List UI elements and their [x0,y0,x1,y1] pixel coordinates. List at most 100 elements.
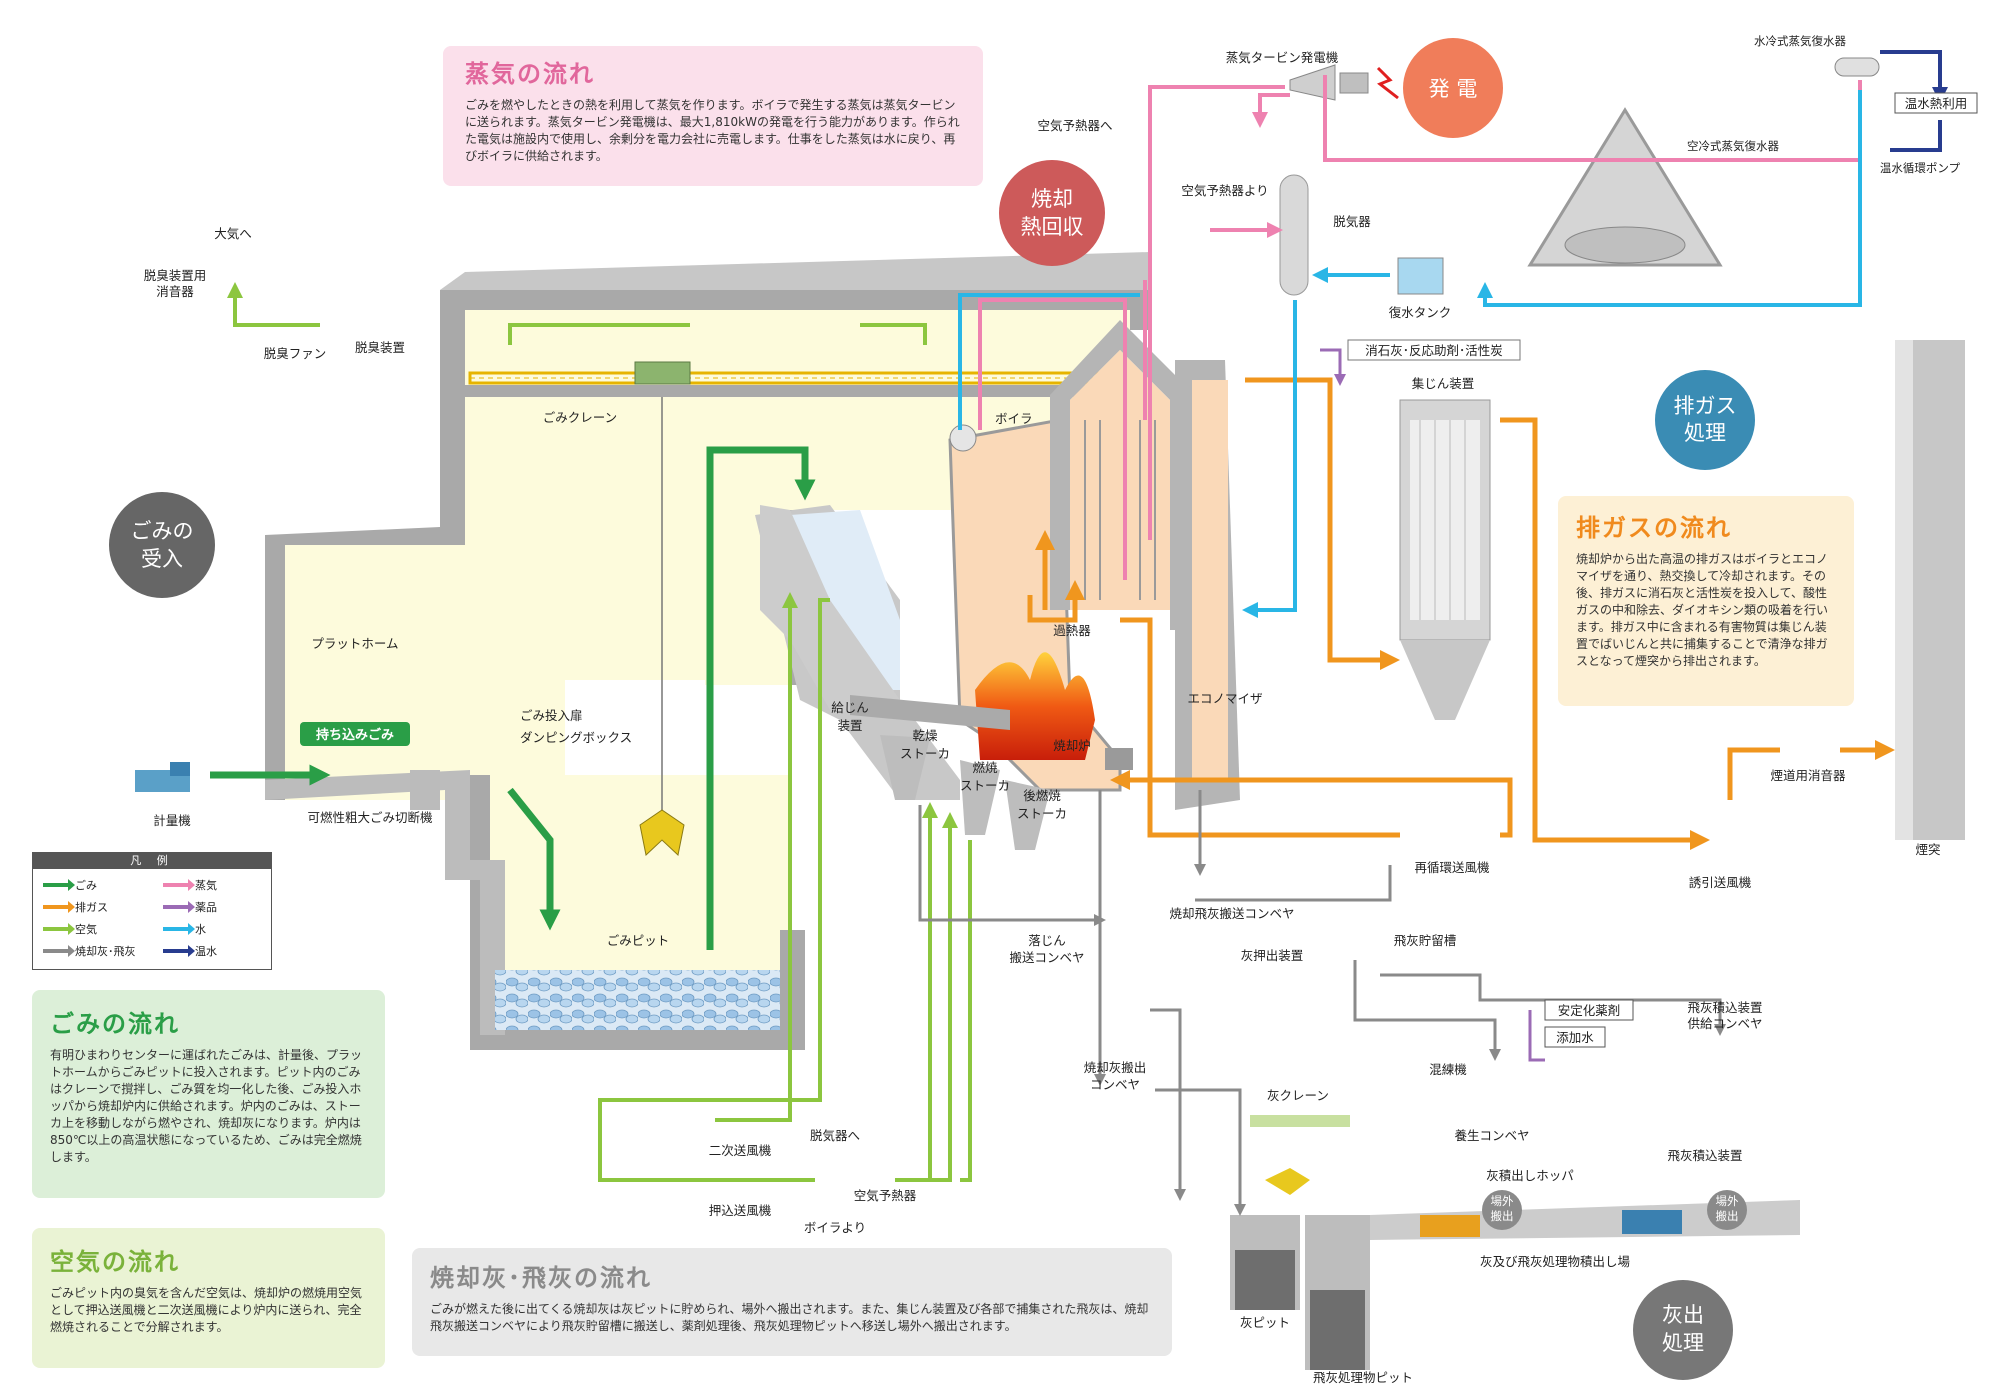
gas-flow-title: 排ガスの流れ [1576,514,1732,542]
legend-arrow [43,879,75,891]
label-to-air-preheater: 空気予熱器へ [1037,118,1112,133]
flow-hot-water [1880,50,1948,152]
circle-ash-line2: 処理 [1662,1331,1704,1355]
gas-flow-box: 排ガスの流れ 焼却炉から出た高温の排ガスはボイラとエコノマイザを通り、熱交換して… [1558,496,1854,706]
steam-flow-box: 蒸気の流れ ごみを燃やしたときの熱を利用して蒸気を作ります。ボイラで発生する蒸気… [443,46,983,186]
legend-label: 温水 [195,945,217,958]
label-ash-pit: 灰ピット [1240,1315,1290,1330]
legend-item: 温水 [163,943,217,959]
legend-item: 蒸気 [163,877,217,893]
label-flyash-silo: 飛灰貯留槽 [1394,933,1457,948]
label-ash-discharge-1: 焼却灰搬出 [1084,1060,1147,1075]
label-dry-stoker-2: ストーカ [900,746,950,761]
legend-title: 凡 例 [33,853,271,869]
circle-incineration-line2: 熱回収 [1021,215,1084,239]
label-flyash-loader-conv-1: 飛灰積込装置 [1687,1000,1762,1015]
turbine [1289,64,1399,101]
ash-flow-box: 焼却灰･飛灰の流れ ごみが燃えた後に出てくる焼却灰は灰ピットに貯められ、場外へ搬… [412,1248,1172,1356]
steam-flow-body: ごみを燃やしたときの熱を利用して蒸気を作ります。ボイラで発生する蒸気は蒸気タービ… [465,98,960,163]
circle-incineration-line1: 焼却 [1031,187,1073,211]
label-chem: 消石灰･反応助剤･活性炭 [1365,343,1503,358]
label-curing-conveyor: 養生コンベヤ [1454,1128,1529,1143]
label-kneader: 混練機 [1429,1062,1467,1077]
trucks [1420,1210,1682,1237]
truck-scale [135,762,190,792]
steam-flow-title: 蒸気の流れ [465,60,595,88]
label-drop-conveyor-2: 搬送コンベヤ [1009,950,1084,965]
legend-item: 排ガス [43,899,108,915]
label-forced-fan: 押込送風機 [709,1203,772,1218]
label-from-boiler: ボイラより [804,1220,866,1235]
circle-ash: 灰出 処理 [1633,1280,1733,1380]
label-turbine: 蒸気タービン発電機 [1226,50,1339,65]
label-burn-stoker-2: ストーカ [960,778,1010,793]
legend-arrow [163,879,195,891]
condensate-tank [1397,257,1444,295]
building [265,252,1150,1050]
legend-label: 蒸気 [195,879,217,892]
label-flyash-loader: 飛灰積込装置 [1667,1148,1742,1163]
label-crane: ごみクレーン [543,410,617,425]
label-induced-fan: 誘引送風機 [1689,875,1752,890]
label-deodor-fan: 脱臭ファン [264,346,327,361]
flow-ash [918,790,1726,1216]
label-offsite2-2: 搬出 [1716,1209,1739,1223]
legend-label: 空気 [75,923,97,936]
label-burn-stoker-1: 燃焼 [972,760,998,775]
legend-item: 空気 [43,921,97,937]
label-post-stoker-1: 後燃焼 [1023,788,1061,803]
dust-collector [1399,399,1491,720]
legend-label: 焼却灰･飛灰 [75,945,136,958]
circle-exhaust-line2: 処理 [1684,421,1726,445]
label-offsite1-1: 場外 [1491,1194,1514,1208]
hot-water-box [1894,92,1978,114]
label-condensate-tank: 復水タンク [1389,305,1452,320]
offsite1-badge [1482,1190,1522,1230]
air-flow-title: 空気の流れ [50,1248,180,1276]
ash-flow-title: 焼却灰･飛灰の流れ [430,1264,652,1292]
label-hot-water-pump: 温水循環ポンプ [1880,161,1961,175]
label-add-water: 添加水 [1556,1030,1594,1045]
label-ash-conveyor: 焼却飛灰搬送コンベヤ [1169,906,1294,921]
legend-arrow [163,901,195,913]
brought-in-badge [300,722,410,746]
label-stabilizer: 安定化薬剤 [1558,1003,1621,1018]
legend-label: 排ガス [75,901,108,914]
label-offsite1-2: 搬出 [1491,1209,1514,1223]
label-cutter: 可燃性粗大ごみ切断機 [307,810,433,825]
gas-flow-body: 焼却炉から出た高温の排ガスはボイラとエコノマイザを通り、熱交換して冷却されます。… [1576,552,1829,668]
label-pit: ごみピット [607,933,670,948]
label-furnace: 焼却炉 [1053,738,1091,753]
labels: 大気へ 脱臭装置用 消音器 脱臭ファン 脱臭装置 ごみクレーン プラットホーム … [144,34,1978,1385]
legend-label: 水 [195,923,206,936]
air-flow-body: ごみピット内の臭気を含んだ空気は、焼却炉の燃焼用空気として押込送風機と二次送風機… [50,1286,363,1334]
add-water-box [1544,1026,1606,1048]
offsite2-badge [1707,1190,1747,1230]
circle-incineration: 焼却 熱回収 [999,160,1105,266]
label-deodor-device: 脱臭装置 [355,340,405,355]
label-secondary-fan: 二次送風機 [709,1143,772,1158]
label-loading-area: 灰及び飛灰処理物積出し場 [1480,1254,1630,1269]
circle-reception-line2: 受入 [141,547,183,571]
label-recirc-fan: 再循環送風機 [1414,860,1490,875]
label-to-atmosphere: 大気へ [214,226,252,241]
label-deaerator: 脱気器 [1333,214,1371,229]
label-offsite2-1: 場外 [1716,1194,1739,1208]
label-flue-silencer: 煙道用消音器 [1770,768,1846,783]
label-superheater: 過熱器 [1053,623,1091,638]
circle-exhaust: 排ガス 処理 [1655,370,1755,470]
legend-label: ごみ [75,879,97,892]
circle-reception: ごみの 受入 [109,492,215,598]
label-ash-hopper: 灰積出しホッパ [1486,1168,1574,1183]
label-air-condenser: 空冷式蒸気復水器 [1687,139,1779,153]
label-to-deaerator: 脱気器へ [810,1128,860,1143]
label-boiler: ボイラ [995,411,1033,426]
label-ash-discharge-2: コンベヤ [1090,1077,1140,1092]
flow-gas [1027,377,1895,850]
label-hot-water-use: 温水熱利用 [1905,96,1968,111]
crane [465,361,1130,856]
circle-reception-line1: ごみの [131,519,194,543]
chem-box [1347,339,1521,361]
stoker [760,505,1050,850]
